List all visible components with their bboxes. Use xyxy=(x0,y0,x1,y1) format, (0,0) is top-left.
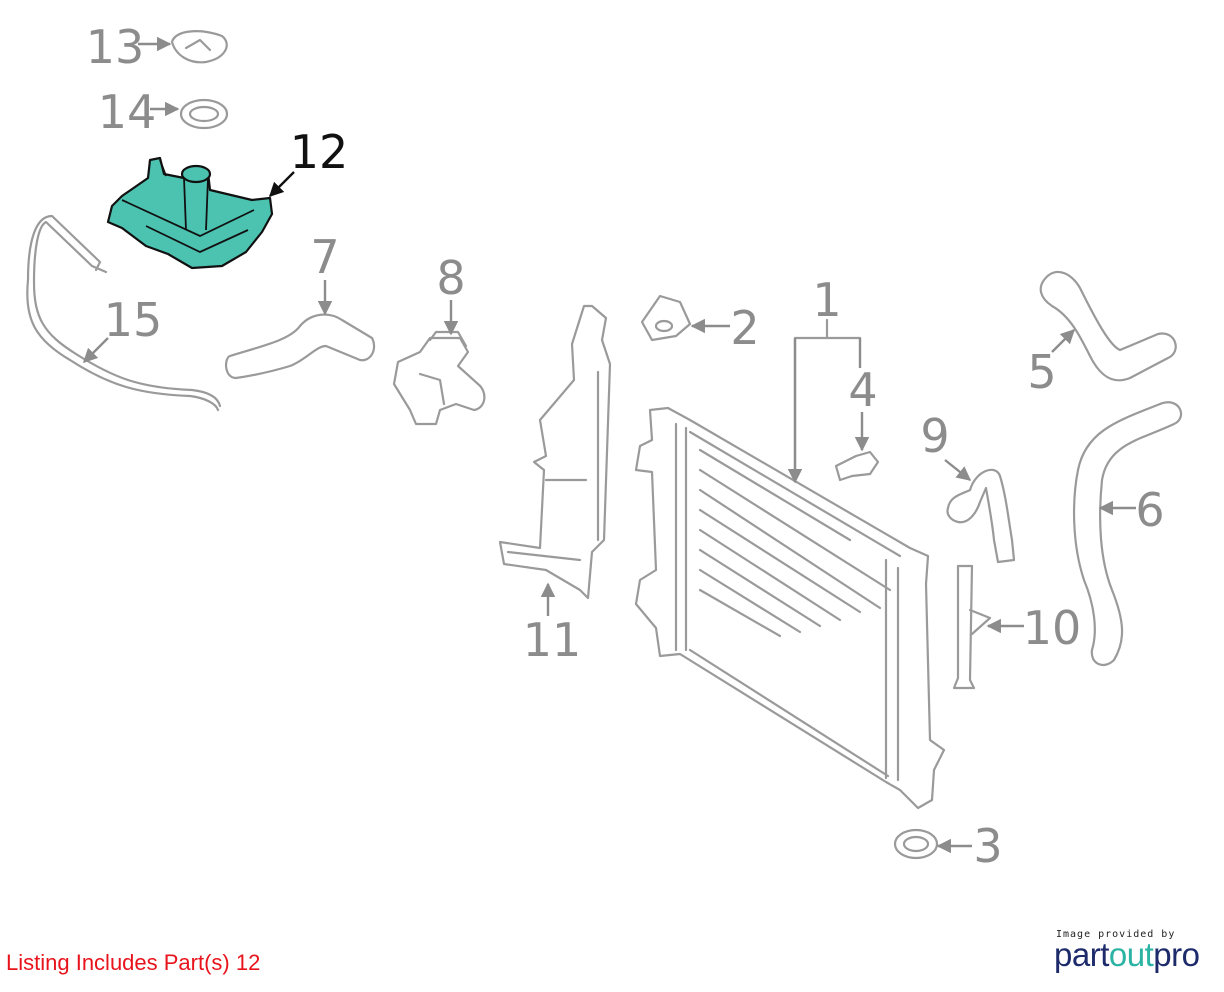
logo-out: out xyxy=(1108,936,1154,973)
label-12: 12 xyxy=(290,125,349,179)
label-9: 9 xyxy=(920,409,949,463)
label-6: 6 xyxy=(1135,483,1164,537)
partoutpro-logo: partoutpro xyxy=(1054,936,1200,974)
label-14: 14 xyxy=(98,85,157,139)
part-10-pipe xyxy=(952,564,1024,690)
logo-part: part xyxy=(1054,936,1109,973)
part-2-bracket xyxy=(640,294,730,342)
part-12-reservoir-tank xyxy=(106,156,295,270)
part-8-thermostat-housing xyxy=(392,300,486,426)
label-7: 7 xyxy=(310,230,339,284)
part-14-seal xyxy=(150,98,229,130)
label-15: 15 xyxy=(104,293,163,347)
image-credit-text: Image provided by xyxy=(1056,929,1176,940)
listing-includes-text: Listing Includes Part(s) 12 xyxy=(6,950,261,975)
label-2: 2 xyxy=(730,301,759,355)
logo-pro: pro xyxy=(1153,936,1200,973)
part-4-drain-plug xyxy=(834,412,880,482)
part-13-cap xyxy=(138,30,228,64)
label-13: 13 xyxy=(86,20,145,74)
part-15-hose xyxy=(26,214,222,412)
part-9-pipe xyxy=(944,459,1016,564)
part-11-air-guide xyxy=(498,304,612,616)
radiator-fins xyxy=(698,448,892,638)
label-4: 4 xyxy=(848,363,877,417)
part-5-hose xyxy=(1039,270,1177,382)
label-11: 11 xyxy=(523,613,582,667)
part-1-radiator xyxy=(634,318,946,810)
label-3: 3 xyxy=(973,819,1002,873)
label-8: 8 xyxy=(436,251,465,305)
part-3-seal xyxy=(893,828,972,860)
callout-labels: 1 2 3 4 5 6 7 8 9 10 11 12 13 14 15 xyxy=(86,20,1165,873)
label-10: 10 xyxy=(1023,601,1082,655)
part-6-hose xyxy=(1073,401,1183,667)
label-5: 5 xyxy=(1027,345,1056,399)
part-7-hose xyxy=(224,280,376,380)
label-1: 1 xyxy=(812,273,841,327)
